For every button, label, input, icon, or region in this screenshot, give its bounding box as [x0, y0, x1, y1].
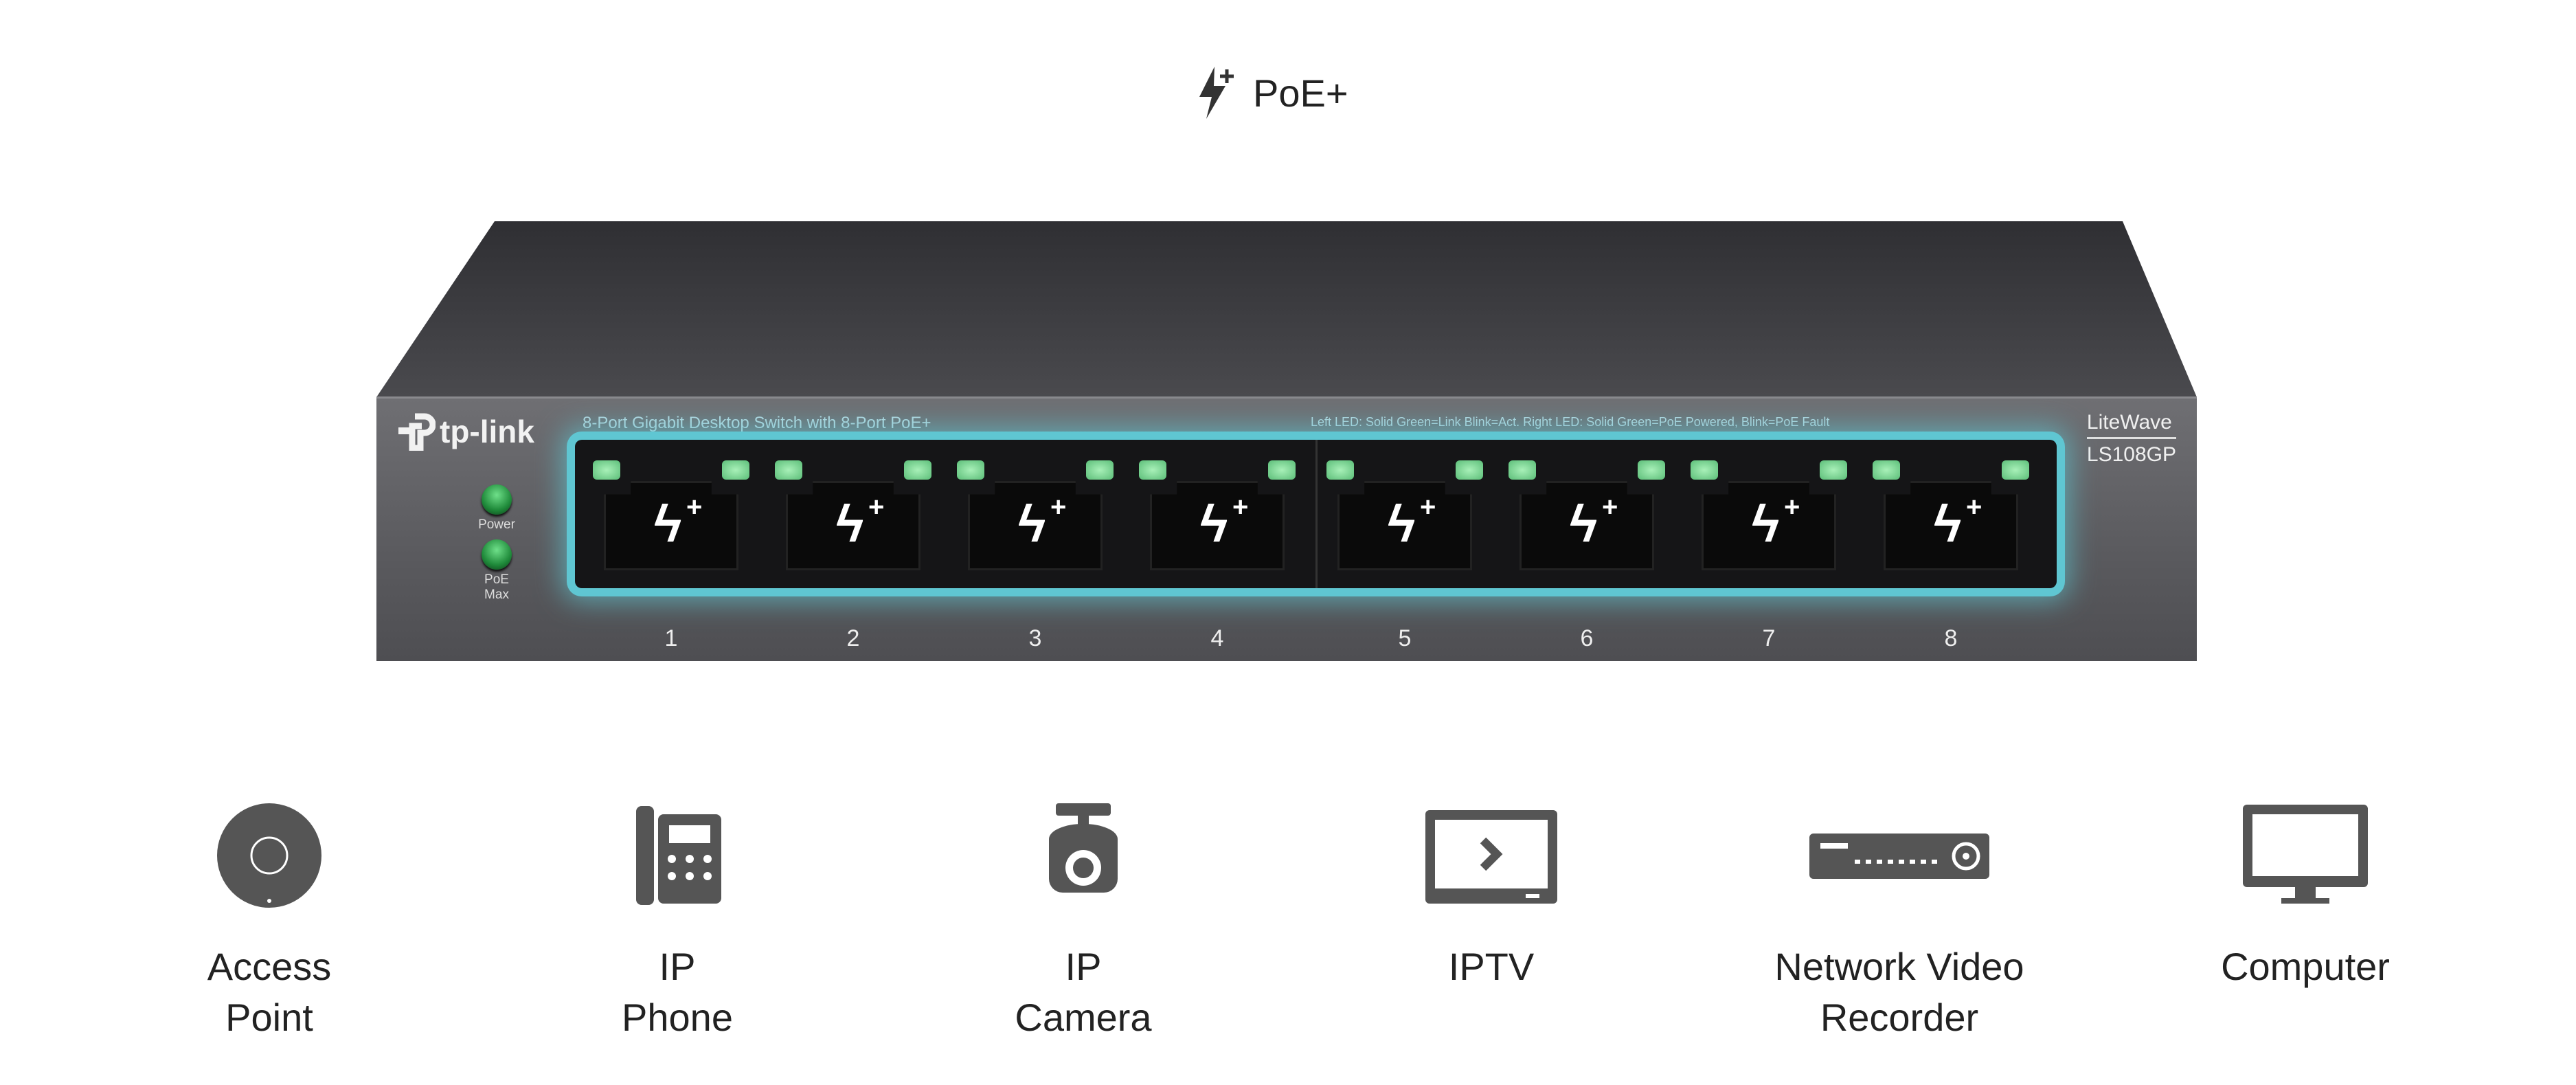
poe-led [1086, 460, 1114, 480]
ip-phone-icon [636, 806, 721, 905]
rj45-jack [968, 481, 1103, 570]
port-2: ϟ+ [771, 460, 936, 581]
series-name: LiteWave [2086, 411, 2176, 439]
port-4: ϟ+ [1135, 460, 1300, 581]
tp-link-logo: tp-link [397, 412, 534, 451]
lightning-icon: ϟ [1018, 495, 1046, 553]
switch-top-face [376, 221, 2197, 397]
link-led [1326, 460, 1354, 480]
poe-led [1268, 460, 1296, 480]
plus-icon: + [1602, 492, 1618, 522]
port-number: 8 [1944, 625, 1958, 651]
led-legend: Left LED: Solid Green=Link Blink=Act. Ri… [1311, 415, 1830, 429]
port-8: ϟ+ [1868, 460, 2033, 581]
model-number: LS108GP [2086, 443, 2176, 466]
port-7: ϟ+ [1686, 460, 1851, 581]
rj45-jack [1150, 481, 1285, 570]
switch-front-panel: tp-link Power PoE Max 8-Port Gigabit Des… [376, 396, 2197, 661]
port-area: ϟ+ϟ+ϟ+ϟ+ϟ+ϟ+ϟ+ϟ+ [575, 440, 2057, 588]
port-3: ϟ+ [953, 460, 1118, 581]
computer-icon [2243, 805, 2368, 904]
lightning-icon: ϟ [1570, 495, 1598, 553]
rj45-jack [1519, 481, 1654, 570]
rj45-jack [786, 481, 920, 570]
lightning-icon: ϟ [654, 495, 682, 553]
poe-led [722, 460, 749, 480]
lightning-icon: ϟ [1752, 495, 1780, 553]
link-led [1509, 460, 1536, 480]
link-led [1139, 460, 1166, 480]
port-number: 7 [1762, 625, 1776, 651]
power-led: Power [473, 484, 521, 533]
poe-led [1456, 460, 1483, 480]
port-5: ϟ+ [1322, 460, 1487, 581]
plus-icon: + [1784, 492, 1800, 522]
port-number: 6 [1580, 625, 1594, 651]
plus-icon: + [1232, 492, 1249, 522]
poe-led [2002, 460, 2029, 480]
link-led [957, 460, 984, 480]
poe-plus-header: PoE+ [1195, 65, 1348, 120]
lightning-plus-icon [1199, 67, 1234, 119]
rj45-jack [604, 481, 738, 570]
port-number: 5 [1398, 625, 1412, 651]
lightning-icon: ϟ [836, 495, 864, 553]
nvr-icon [1809, 834, 1989, 879]
model-label: LiteWave LS108GP [2086, 411, 2176, 467]
poe-led [1638, 460, 1665, 480]
rj45-jack [1702, 481, 1836, 570]
plus-icon: + [868, 492, 885, 522]
port-number: 4 [1210, 625, 1224, 651]
poe-max-led: PoE Max [473, 539, 521, 603]
lightning-icon: ϟ [1934, 495, 1962, 553]
rj45-jack [1337, 481, 1472, 570]
plus-icon: + [1966, 492, 1982, 522]
plus-icon: + [686, 492, 703, 522]
port-number: 2 [846, 625, 860, 651]
link-led [1691, 460, 1718, 480]
ip-camera-icon [1049, 803, 1118, 893]
link-led [593, 460, 620, 480]
port-number: 3 [1028, 625, 1042, 651]
poe-led [904, 460, 931, 480]
panel-title: 8-Port Gigabit Desktop Switch with 8-Por… [583, 414, 931, 432]
port-6: ϟ+ [1504, 460, 1669, 581]
plus-icon: + [1050, 492, 1067, 522]
iptv-icon [1425, 810, 1557, 904]
poe-led [1820, 460, 1847, 480]
poe-plus-label: PoE+ [1253, 71, 1348, 115]
link-led [1873, 460, 1900, 480]
lightning-icon: ϟ [1388, 495, 1416, 553]
link-led [775, 460, 802, 480]
plus-icon: + [1420, 492, 1436, 522]
lightning-icon: ϟ [1200, 495, 1228, 553]
access-point-icon [217, 803, 321, 908]
port-number: 1 [664, 625, 678, 651]
device-iptv: IPTV [1347, 801, 1636, 992]
port-1: ϟ+ [589, 460, 754, 581]
device-computer: Computer [2161, 801, 2450, 992]
rj45-jack [1884, 481, 2018, 570]
